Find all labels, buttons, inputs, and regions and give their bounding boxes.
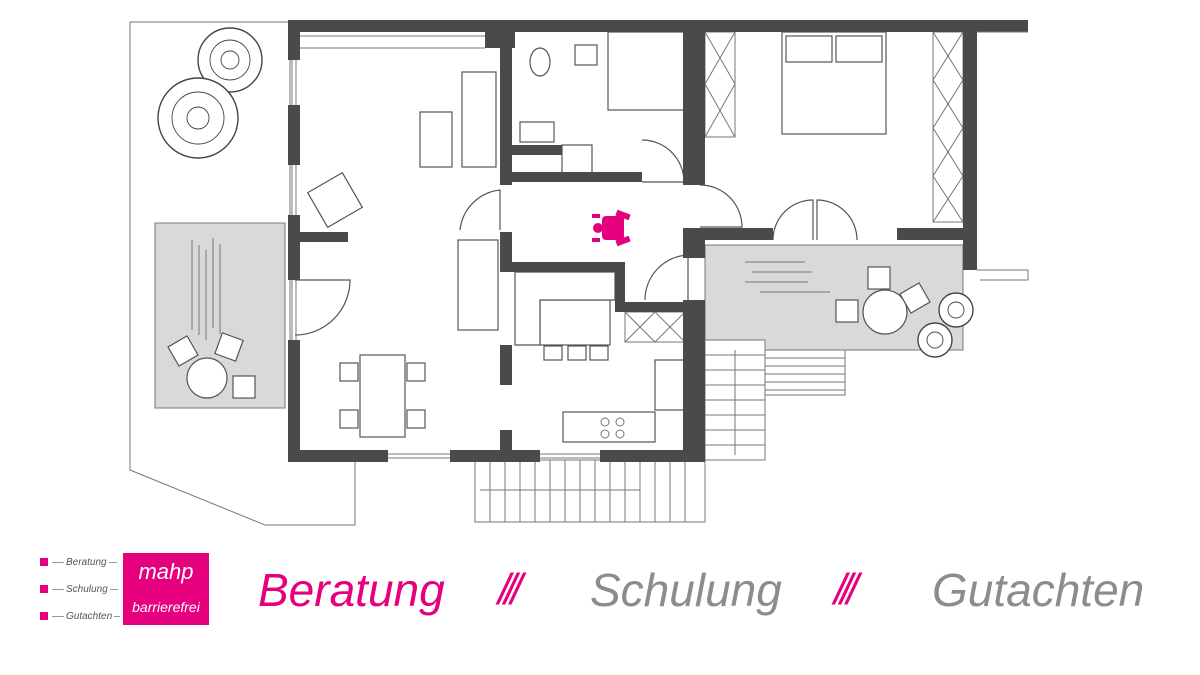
- bath-cabinet: [561, 144, 593, 174]
- terrace-table-left: [186, 357, 228, 399]
- logo-bullet: [40, 612, 48, 620]
- logo-label: Schulung: [66, 583, 108, 595]
- stove-burner: [600, 417, 610, 427]
- pillow: [835, 35, 883, 63]
- sofa: [461, 71, 497, 168]
- dining-chairs: [339, 362, 426, 429]
- slogan-separator: ///: [834, 565, 859, 614]
- terrace-chair: [232, 375, 256, 399]
- bath-sink: [519, 121, 555, 143]
- terrace-chair: [167, 335, 199, 367]
- walls: [288, 20, 1028, 462]
- terrace-boards-left: [191, 238, 221, 340]
- logo-box: mahp barrierefrei: [123, 553, 209, 625]
- cabinet: [624, 311, 686, 343]
- door-swing: [816, 199, 858, 241]
- stairs-side: [704, 339, 766, 461]
- wardrobe-right: [932, 31, 964, 223]
- washbasin: [574, 44, 598, 66]
- door-swing: [294, 279, 351, 336]
- door-swing: [772, 199, 814, 241]
- stove-burner: [615, 417, 625, 427]
- door-swing: [459, 189, 501, 231]
- pillow: [785, 35, 833, 63]
- terrace-boards-right: [745, 261, 830, 293]
- logo-dash: [52, 561, 64, 563]
- logo-tagline: barrierefrei: [132, 599, 200, 615]
- garage-outline: [977, 31, 1029, 281]
- tree-icon: [197, 27, 263, 93]
- stairs-front: [474, 459, 706, 523]
- terrace-table-right: [862, 289, 908, 335]
- slogan-separator: ///: [498, 565, 523, 614]
- garden-outline: [129, 21, 356, 526]
- terrace-chair: [899, 282, 931, 314]
- windows: [291, 35, 600, 459]
- tree-icon: [917, 322, 953, 358]
- kitchen-chairs: [543, 345, 609, 361]
- logo-item-gutachten: Gutachten: [40, 609, 121, 623]
- door-swing: [699, 184, 743, 228]
- logo-tail: [108, 561, 117, 563]
- wardrobe-left: [704, 31, 736, 138]
- logo-item-schulung: Schulung: [40, 582, 118, 596]
- dining-table: [359, 354, 406, 438]
- coffee-table: [419, 111, 453, 168]
- logo-tail: [114, 615, 121, 617]
- toilet: [529, 47, 551, 77]
- logo-item-beratung: Beratung: [40, 555, 117, 569]
- slogan-beratung: Beratung: [258, 564, 445, 616]
- terrace-chair: [867, 266, 891, 290]
- kitchen-sink: [654, 359, 686, 411]
- kitchen-table: [539, 299, 611, 346]
- floor-plan: [129, 20, 1029, 526]
- shower: [607, 31, 686, 111]
- wheelchair-user-icon: [590, 209, 634, 247]
- logo-dash: [52, 615, 64, 617]
- logo-bullet: [40, 585, 48, 593]
- terrace-chair: [214, 332, 244, 362]
- logo-tail: [109, 588, 118, 590]
- logo-dash: [52, 588, 64, 590]
- sideboard: [457, 239, 499, 331]
- kitchen-counter: [562, 411, 656, 443]
- logo-bullet: [40, 558, 48, 566]
- mahp-logo: Beratung Schulung Gutachten mahp barrier…: [40, 553, 210, 629]
- logo-brand: mahp: [138, 559, 194, 584]
- slogan-schulung: Schulung: [590, 564, 782, 616]
- logo-label: Beratung: [66, 556, 107, 568]
- tree-icon: [938, 292, 974, 328]
- stove-burner: [615, 429, 625, 439]
- tree-icon: [157, 77, 239, 159]
- stove-burner: [600, 429, 610, 439]
- door-swing: [641, 139, 685, 183]
- armchair: [306, 171, 364, 229]
- terrace-chair: [835, 299, 859, 323]
- door-swing: [644, 254, 689, 301]
- logo-label: Gutachten: [66, 610, 113, 622]
- steps-right: [764, 349, 846, 396]
- slogan-gutachten: Gutachten: [932, 564, 1145, 616]
